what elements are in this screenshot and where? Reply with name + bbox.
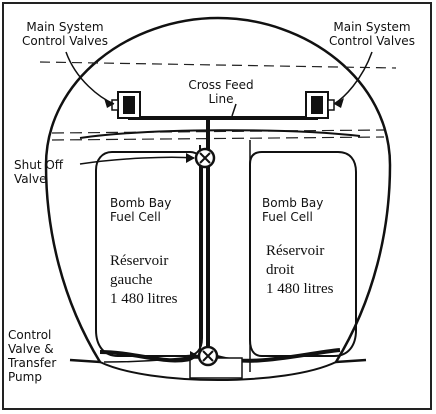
label-control-pump: Control Valve & Transfer Pump bbox=[8, 328, 57, 384]
label-left-cell: Bomb Bay Fuel Cell bbox=[110, 196, 172, 224]
label-cross-feed: Cross Feed Line bbox=[188, 78, 254, 106]
label-main-valves-left: Main System Control Valves bbox=[22, 20, 108, 48]
label-right-cell: Bomb Bay Fuel Cell bbox=[262, 196, 324, 224]
label-main-valves-right: Main System Control Valves bbox=[329, 20, 415, 48]
label-shut-off: Shut Off Valve bbox=[14, 158, 64, 186]
leader-right-valve bbox=[333, 51, 373, 105]
fuselage-outline bbox=[44, 16, 392, 364]
leader-left-valve bbox=[65, 51, 115, 105]
arrow-left-valve bbox=[104, 98, 114, 108]
fuselage-floor bbox=[99, 361, 337, 381]
dashed-line-spar-1 bbox=[51, 129, 385, 134]
left-tank-caption: Réservoir gauche 1 480 litres bbox=[110, 253, 178, 307]
transfer-pump-icon bbox=[197, 345, 219, 367]
shut-off-valve-icon bbox=[194, 147, 216, 169]
arrow-right-valve bbox=[334, 98, 344, 108]
diagram-frame bbox=[2, 2, 432, 410]
right-control-valve bbox=[305, 91, 335, 119]
leader-pump bbox=[103, 355, 199, 363]
arrow-pump bbox=[190, 351, 199, 361]
leader-cross-feed bbox=[231, 103, 237, 117]
right-tank-caption: Réservoir droit 1 480 litres bbox=[266, 243, 334, 297]
dashed-line-upper bbox=[39, 61, 397, 69]
dashed-line-spar-2 bbox=[51, 136, 385, 141]
arrow-shut-off bbox=[186, 153, 195, 163]
cross-member bbox=[79, 129, 361, 139]
leader-shut-off bbox=[79, 156, 195, 165]
left-control-valve bbox=[111, 91, 141, 119]
